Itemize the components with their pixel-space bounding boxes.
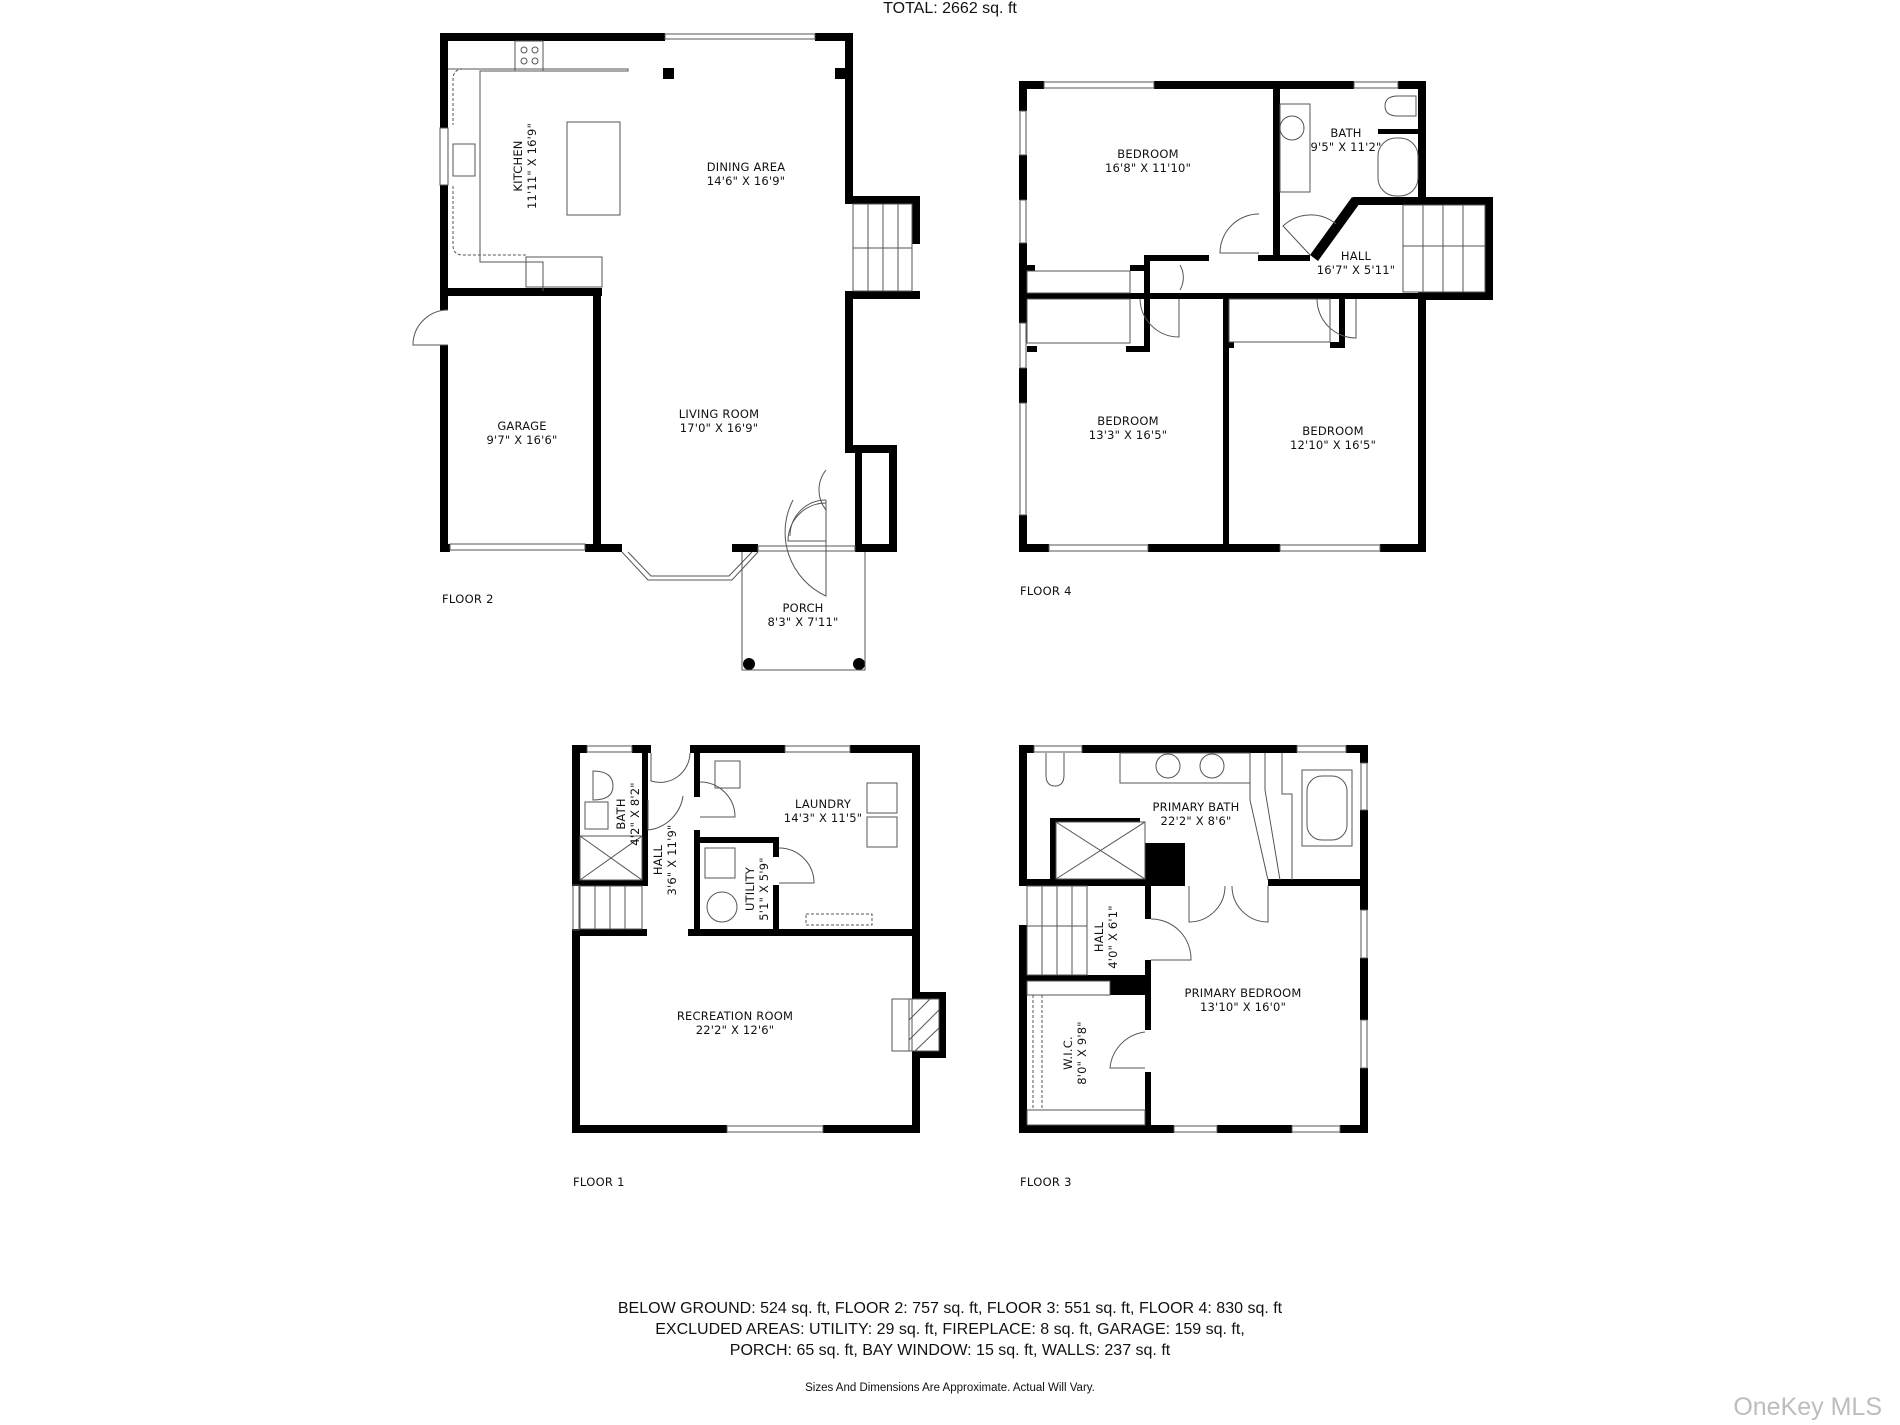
room-hall: HALL 16'7" X 5'11" [1317,249,1396,277]
room-size: 13'3" X 16'5" [1088,428,1168,442]
room-size: 14'3" X 11'5" [783,811,863,825]
room-name: HALL [651,844,665,876]
room-name: HALL [1092,921,1106,953]
room-hall-f3: HALL 4'0" X 6'1" [1092,905,1120,969]
room-hall-f1: HALL 3'6" X 11'9" [651,824,679,895]
floor-2-label: FLOOR 2 [442,592,494,606]
room-size: 4'0" X 6'1" [1106,905,1120,969]
room-dining-area: DINING AREA 14'6" X 16'9" [707,160,786,188]
room-bedroom-1: BEDROOM 16'8" X 11'10" [1105,147,1191,175]
room-size: 8'0" X 9'8" [1075,1021,1089,1085]
room-living-room: LIVING ROOM 17'0" X 16'9" [679,407,759,435]
room-kitchen: KITCHEN 11'11" X 16'9" [511,123,539,209]
floor-1-label: FLOOR 1 [573,1175,625,1189]
room-size: 13'10" X 16'0" [1199,1000,1287,1014]
excluded-areas-continued: PORCH: 65 sq. ft, BAY WINDOW: 15 sq. ft,… [729,1342,1171,1359]
room-size: 11'11" X 16'9" [525,122,539,210]
room-recreation-room: RECREATION ROOM 22'2" X 12'6" [677,1009,793,1037]
room-size: 4'2" X 8'2" [628,782,642,846]
room-size: 8'3" X 7'11" [767,615,839,629]
room-name: RECREATION ROOM [676,1009,794,1023]
room-primary-bath: PRIMARY BATH 22'2" X 8'6" [1153,800,1240,828]
room-size: 5'1" X 5'9" [757,857,771,921]
room-name: BEDROOM [1097,414,1159,428]
room-bedroom-3: BEDROOM 12'10" X 16'5" [1290,424,1376,452]
room-size: 9'7" X 16'6" [486,433,558,447]
room-name: GARAGE [497,419,547,433]
room-size: 12'10" X 16'5" [1289,438,1377,452]
room-size: 22'2" X 12'6" [695,1023,775,1037]
walls [440,33,1493,1133]
room-size: 3'6" X 11'9" [665,824,679,896]
room-name: KITCHEN [511,140,525,192]
room-utility: UTILITY 5'1" X 5'9" [743,857,771,921]
room-size: 22'2" X 8'6" [1160,814,1232,828]
room-primary-bedroom: PRIMARY BEDROOM 13'10" X 16'0" [1184,986,1301,1014]
room-name: BATH [614,798,628,830]
room-name: BATH [1330,126,1362,140]
room-name: BEDROOM [1117,147,1179,161]
disclaimer: Sizes And Dimensions Are Approximate. Ac… [805,1382,1095,1394]
room-name: PRIMARY BEDROOM [1184,986,1302,1000]
room-size: 9'5" X 11'2" [1310,140,1382,154]
room-name: HALL [1340,249,1372,263]
room-wic: W.I.C. 8'0" X 9'8" [1061,1021,1089,1085]
room-porch: PORCH 8'3" X 7'11" [767,601,838,629]
room-garage: GARAGE 9'7" X 16'6" [486,419,557,447]
room-name: LAUNDRY [794,797,852,811]
room-name: DINING AREA [706,160,786,174]
watermark-logo: OneKey MLS [1733,1393,1882,1421]
room-bedroom-2: BEDROOM 13'3" X 16'5" [1089,414,1168,442]
floor-areas: BELOW GROUND: 524 sq. ft, FLOOR 2: 757 s… [617,1300,1283,1317]
room-laundry: LAUNDRY 14'3" X 11'5" [784,797,863,825]
floor-3-label: FLOOR 3 [1020,1175,1072,1189]
fixtures [412,33,1486,1133]
excluded-areas: EXCLUDED AREAS: UTILITY: 29 sq. ft, FIRE… [655,1321,1245,1338]
room-size: 17'0" X 16'9" [679,421,759,435]
room-name: PRIMARY BATH [1152,800,1240,814]
room-size: 14'6" X 16'9" [706,174,786,188]
room-name: UTILITY [743,866,757,912]
room-bath-f1: BATH 4'2" X 8'2" [614,782,642,846]
room-name: PORCH [782,601,824,615]
room-name: BEDROOM [1302,424,1364,438]
room-size: 16'7" X 5'11" [1316,263,1396,277]
total-area: TOTAL: 2662 sq. ft [883,0,1017,17]
room-name: LIVING ROOM [678,407,760,421]
room-size: 16'8" X 11'10" [1104,161,1192,175]
room-bath: BATH 9'5" X 11'2" [1310,126,1381,154]
floor-4-label: FLOOR 4 [1020,584,1072,598]
room-name: W.I.C. [1061,1036,1075,1070]
